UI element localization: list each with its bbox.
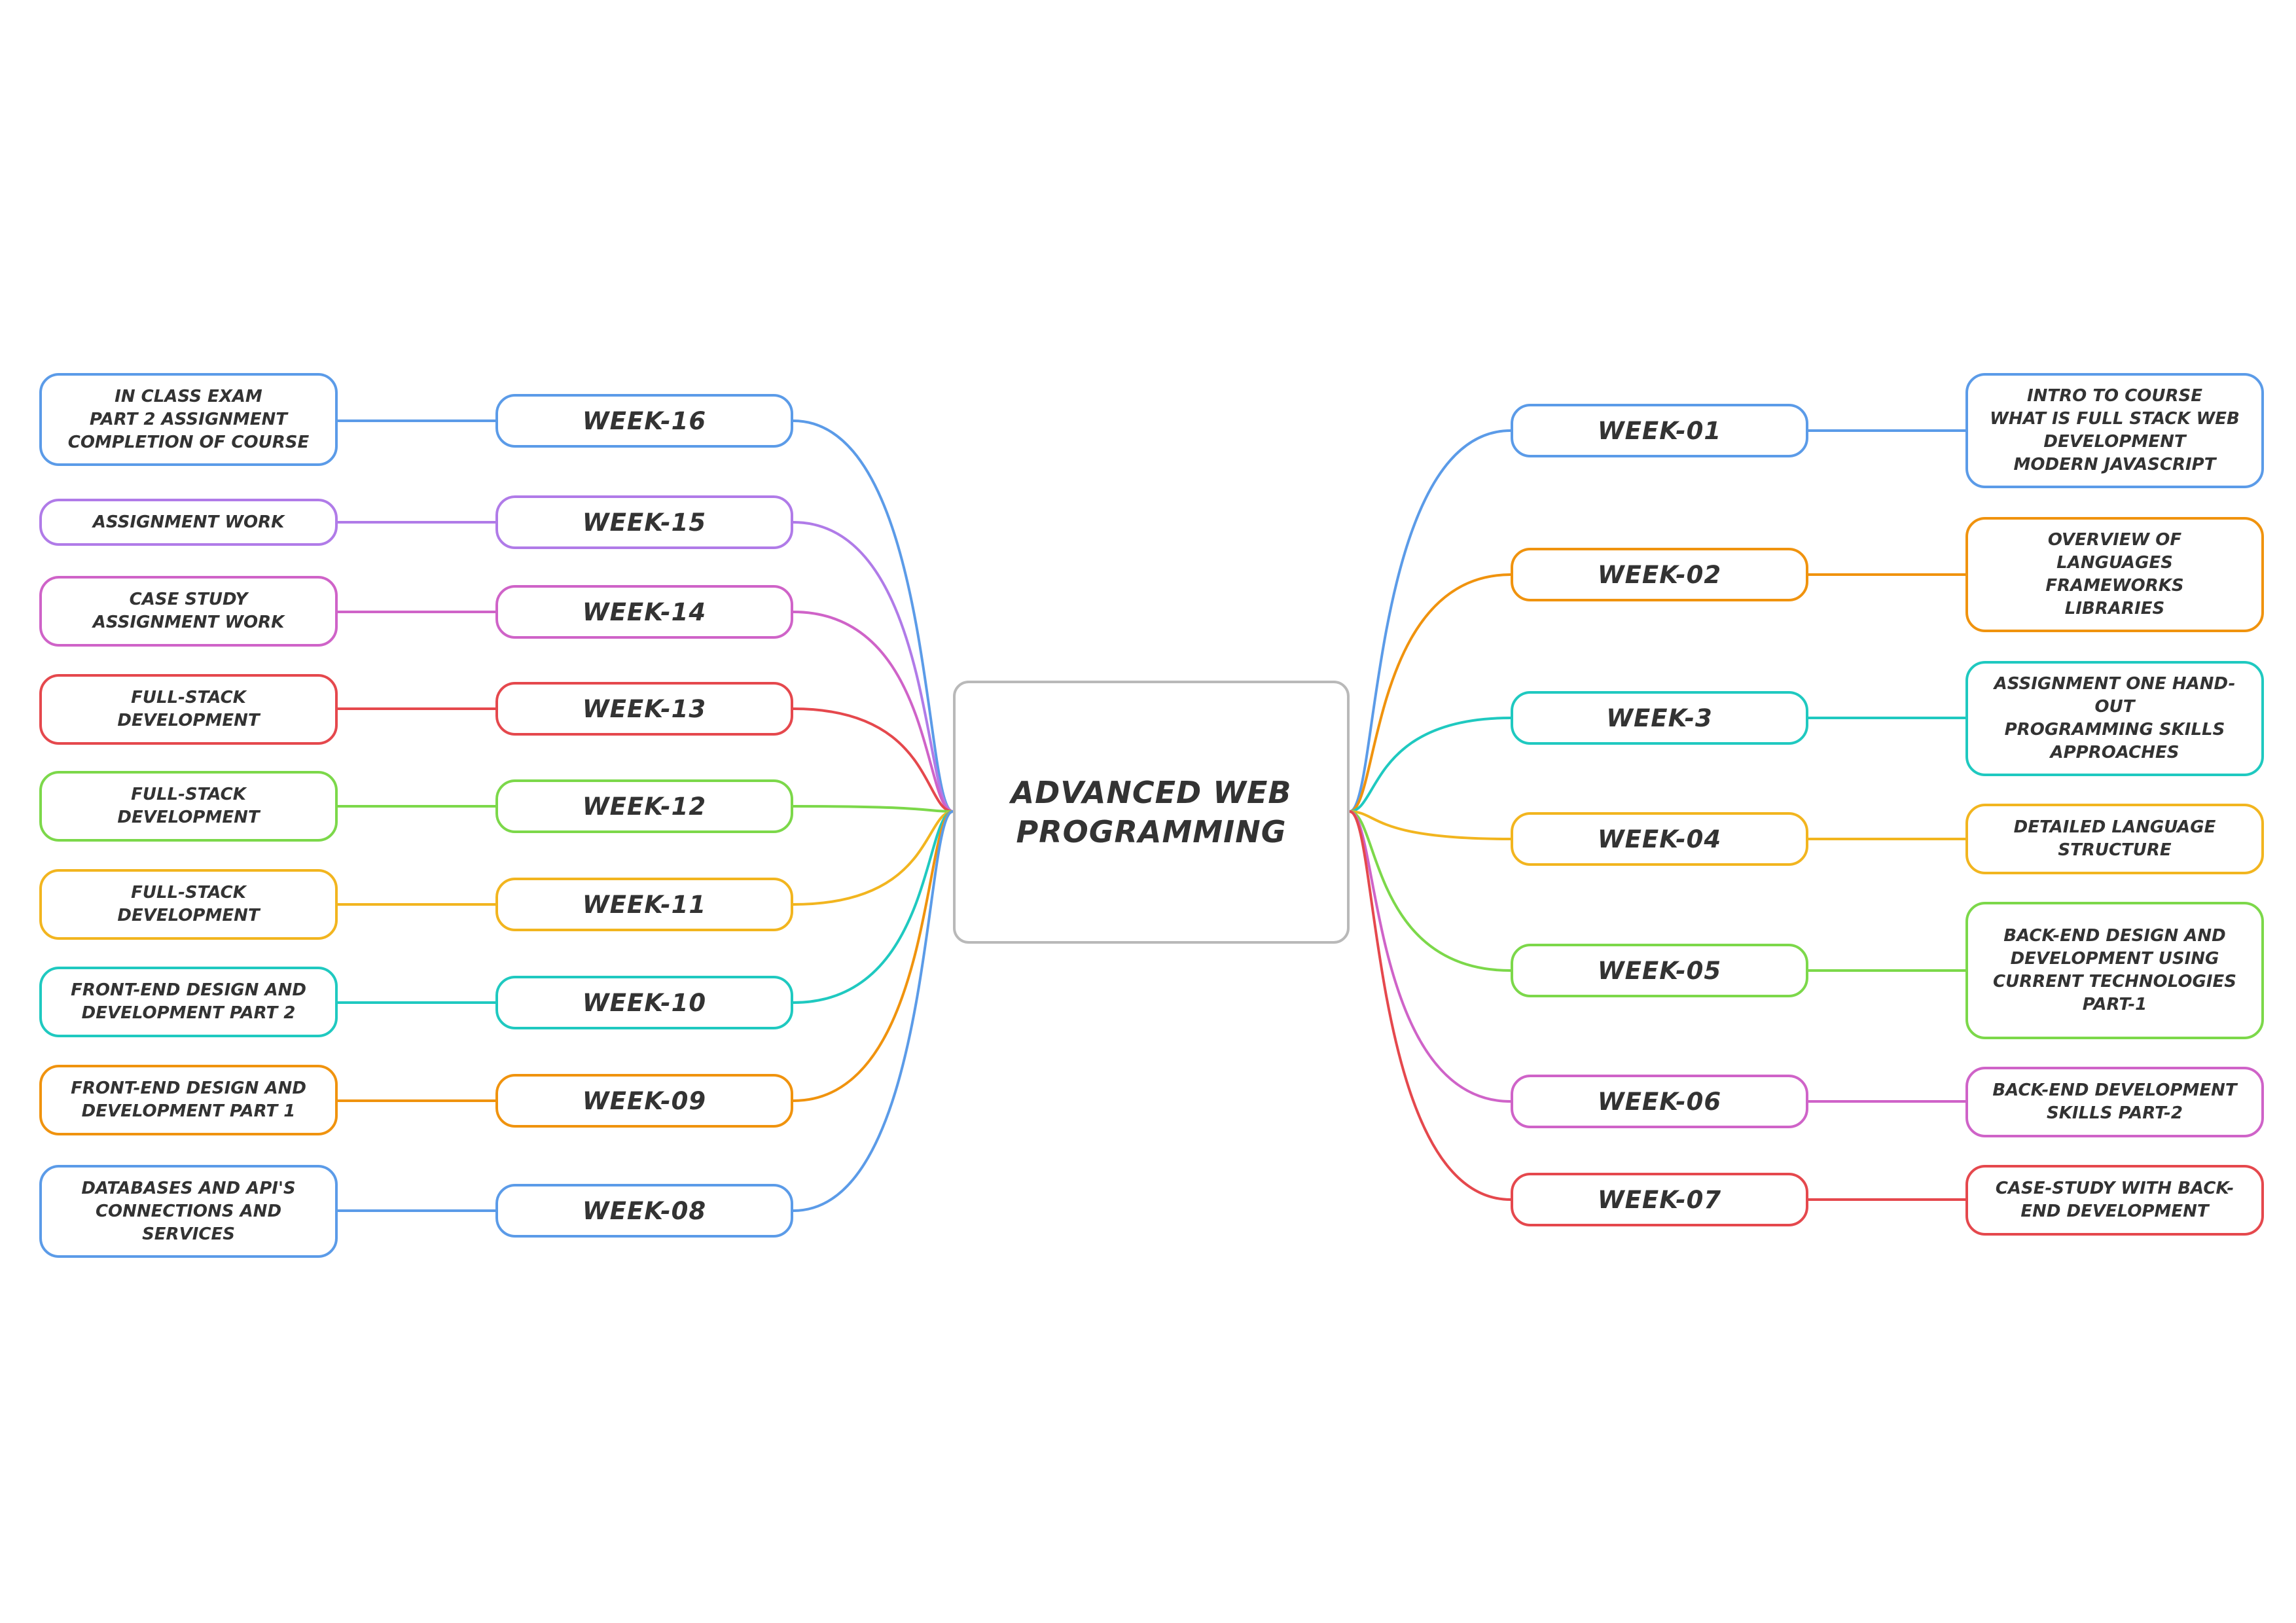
week-node-r2[interactable]: WEEK-3 <box>1511 691 1808 745</box>
detail-node-l2[interactable]: CASE STUDY ASSIGNMENT WORK <box>39 576 338 647</box>
detail-node-l8[interactable]: DATABASES AND API'S CONNECTIONS AND SERV… <box>39 1165 338 1258</box>
week-node-r0[interactable]: WEEK-01 <box>1511 404 1808 457</box>
detail-node-l5[interactable]: FULL-STACK DEVELOPMENT <box>39 869 338 940</box>
detail-node-r0[interactable]: INTRO TO COURSE WHAT IS FULL STACK WEB D… <box>1965 373 2264 488</box>
detail-node-l1[interactable]: ASSIGNMENT WORK <box>39 499 338 546</box>
week-node-r1[interactable]: WEEK-02 <box>1511 548 1808 601</box>
branch-line-left <box>793 419 954 813</box>
detail-node-l6[interactable]: FRONT-END DESIGN AND DEVELOPMENT PART 2 <box>39 967 338 1037</box>
branch-line-right <box>1349 810 1511 1201</box>
detail-label: BACK-END DESIGN AND DEVELOPMENT USING CU… <box>1993 926 2236 1014</box>
detail-label: OVERVIEW OF LANGUAGES FRAMEWORKS LIBRARI… <box>2045 530 2184 618</box>
detail-node-r6[interactable]: CASE-STUDY WITH BACK- END DEVELOPMENT <box>1965 1165 2264 1236</box>
detail-label: FULL-STACK DEVELOPMENT <box>117 883 260 925</box>
branch-line-right <box>1349 810 1511 972</box>
week-label: WEEK-10 <box>582 988 707 1017</box>
branch-line-left <box>793 805 954 813</box>
week-label: WEEK-09 <box>582 1086 707 1115</box>
branch-line-left <box>793 810 954 906</box>
detail-label: ASSIGNMENT WORK <box>92 512 285 532</box>
branch-line-right <box>1349 429 1511 813</box>
week-node-l8[interactable]: WEEK-08 <box>495 1184 793 1238</box>
week-label: WEEK-3 <box>1606 704 1713 732</box>
detail-label: BACK-END DEVELOPMENT SKILLS PART-2 <box>1992 1080 2237 1123</box>
detail-node-l0[interactable]: IN CLASS EXAM PART 2 ASSIGNMENT COMPLETI… <box>39 373 338 466</box>
week-label: WEEK-12 <box>582 792 707 821</box>
branch-line-right <box>1349 573 1511 813</box>
branch-line-left <box>793 810 954 1004</box>
branch-line-left <box>793 521 954 813</box>
detail-label: DATABASES AND API'S CONNECTIONS AND SERV… <box>81 1178 296 1244</box>
week-node-l6[interactable]: WEEK-10 <box>495 976 793 1029</box>
week-node-r5[interactable]: WEEK-06 <box>1511 1075 1808 1128</box>
detail-node-l4[interactable]: FULL-STACK DEVELOPMENT <box>39 771 338 842</box>
detail-node-r2[interactable]: ASSIGNMENT ONE HAND- OUT PROGRAMMING SKI… <box>1965 661 2264 776</box>
week-label: WEEK-13 <box>582 694 707 723</box>
detail-label: ASSIGNMENT ONE HAND- OUT PROGRAMMING SKI… <box>1994 674 2236 762</box>
detail-label: IN CLASS EXAM PART 2 ASSIGNMENT COMPLETI… <box>67 386 310 452</box>
detail-label: CASE STUDY ASSIGNMENT WORK <box>92 590 285 632</box>
week-label: WEEK-15 <box>582 508 707 537</box>
detail-node-r5[interactable]: BACK-END DEVELOPMENT SKILLS PART-2 <box>1965 1067 2264 1137</box>
root-topic[interactable]: ADVANCED WEB PROGRAMMING <box>953 681 1350 944</box>
branch-line-left <box>793 810 954 1212</box>
week-label: WEEK-04 <box>1597 825 1722 853</box>
detail-node-l7[interactable]: FRONT-END DESIGN AND DEVELOPMENT PART 1 <box>39 1065 338 1135</box>
detail-label: FRONT-END DESIGN AND DEVELOPMENT PART 2 <box>71 980 306 1023</box>
detail-label: FULL-STACK DEVELOPMENT <box>117 688 260 730</box>
week-label: WEEK-08 <box>582 1196 707 1225</box>
week-node-l7[interactable]: WEEK-09 <box>495 1074 793 1128</box>
detail-label: INTRO TO COURSE WHAT IS FULL STACK WEB D… <box>1990 386 2240 474</box>
week-node-l5[interactable]: WEEK-11 <box>495 878 793 931</box>
week-label: WEEK-01 <box>1597 416 1722 445</box>
week-node-l3[interactable]: WEEK-13 <box>495 682 793 736</box>
detail-node-r4[interactable]: BACK-END DESIGN AND DEVELOPMENT USING CU… <box>1965 902 2264 1039</box>
root-topic-label: ADVANCED WEB PROGRAMMING <box>1011 775 1292 849</box>
detail-label: CASE-STUDY WITH BACK- END DEVELOPMENT <box>1995 1179 2234 1221</box>
detail-label: FRONT-END DESIGN AND DEVELOPMENT PART 1 <box>71 1079 306 1121</box>
detail-node-r3[interactable]: DETAILED LANGUAGE STRUCTURE <box>1965 804 2264 874</box>
week-node-l2[interactable]: WEEK-14 <box>495 585 793 639</box>
branch-line-right <box>1349 810 1511 840</box>
week-label: WEEK-05 <box>1597 956 1722 985</box>
week-label: WEEK-14 <box>582 597 707 626</box>
detail-node-r1[interactable]: OVERVIEW OF LANGUAGES FRAMEWORKS LIBRARI… <box>1965 517 2264 632</box>
branch-line-left <box>793 707 954 813</box>
week-label: WEEK-07 <box>1597 1185 1722 1214</box>
week-label: WEEK-02 <box>1597 560 1722 589</box>
branch-line-right <box>1349 717 1511 813</box>
week-label: WEEK-11 <box>582 890 707 919</box>
week-label: WEEK-06 <box>1597 1087 1722 1116</box>
detail-label: DETAILED LANGUAGE STRUCTURE <box>2013 817 2216 860</box>
detail-node-l3[interactable]: FULL-STACK DEVELOPMENT <box>39 674 338 745</box>
week-node-l4[interactable]: WEEK-12 <box>495 779 793 833</box>
week-node-r4[interactable]: WEEK-05 <box>1511 944 1808 997</box>
week-node-r6[interactable]: WEEK-07 <box>1511 1173 1808 1226</box>
week-label: WEEK-16 <box>582 406 707 435</box>
week-node-l1[interactable]: WEEK-15 <box>495 495 793 549</box>
detail-label: FULL-STACK DEVELOPMENT <box>117 785 260 827</box>
branch-line-left <box>793 810 954 1102</box>
week-node-r3[interactable]: WEEK-04 <box>1511 812 1808 866</box>
branch-line-left <box>793 611 954 813</box>
week-node-l0[interactable]: WEEK-16 <box>495 394 793 448</box>
